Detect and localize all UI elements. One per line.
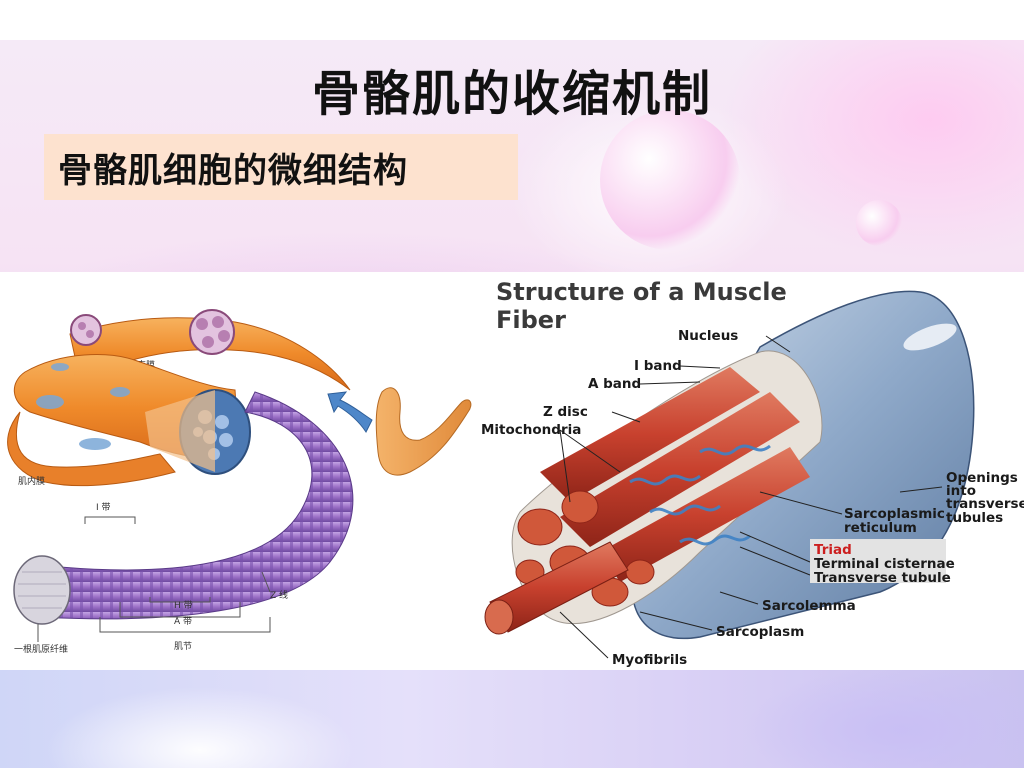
label-myofibril-cn: 一根肌原纤维	[14, 643, 68, 655]
diagram-panel: 肌束膜 肌内膜	[0, 272, 1024, 670]
sarcoplasmic-reticulum	[629, 444, 771, 546]
label-sarcoplasmic: Sarcoplasmic	[844, 506, 945, 522]
fascicle-spots	[36, 363, 130, 450]
label-endomysium: 肌内膜	[18, 475, 45, 487]
label-sarcomere-cn: 肌节	[174, 641, 192, 652]
leader-lines	[559, 335, 943, 659]
bottom-band	[0, 670, 1024, 768]
myofibril-extruded-end	[484, 599, 514, 635]
myofibril-end-texture	[18, 571, 66, 609]
label-nucleus: Nucleus	[678, 328, 738, 344]
band-brackets	[37, 516, 271, 642]
label-myofibrils: Myofibrils	[612, 652, 687, 668]
myofibril-tube	[39, 391, 354, 620]
label-i-band-cn: I 带	[96, 502, 111, 513]
subtitle-box: 骨骼肌细胞的微细结构	[44, 134, 518, 200]
slide-title: 骨骼肌的收缩机制	[311, 66, 712, 122]
left-diagram: 肌束膜 肌内膜	[7, 309, 472, 655]
label-a-band-cn: A 带	[174, 616, 192, 627]
label-transverse-tubule: Transverse tubule	[814, 570, 951, 586]
flexed-arm-icon	[375, 387, 472, 476]
right-title-line2: Fiber	[496, 306, 566, 334]
label-mitochondria: Mitochondria	[481, 422, 581, 438]
right-diagram: Structure of a Muscle Fiber	[481, 278, 1024, 668]
label-i-band: I band	[634, 358, 682, 374]
diagram-svg: 肌束膜 肌内膜	[7, 278, 1024, 668]
fascicle-lower-curve	[7, 411, 176, 487]
fiber-opening	[903, 323, 957, 351]
top-band	[0, 0, 1024, 40]
label-sarcolemma: Sarcolemma	[762, 598, 856, 614]
label-h-band-cn: H 带	[174, 600, 193, 611]
label-z-line-cn: Z 线	[270, 589, 288, 601]
decor-bubble-small	[856, 200, 902, 246]
label-openings-tubules: tubules	[946, 510, 1003, 526]
label-openings-transverse: transverse	[946, 496, 1024, 512]
myofibrils-group	[540, 367, 810, 582]
label-openings-into: into	[946, 483, 976, 499]
fascicle-end-cells	[78, 316, 230, 348]
label-a-band: A band	[588, 376, 641, 392]
label-sarcoplasm: Sarcoplasm	[716, 624, 804, 640]
slide-subtitle: 骨骼肌细胞的微细结构	[58, 150, 408, 191]
label-openings: Openings	[946, 470, 1018, 486]
myofibril-end	[13, 555, 71, 625]
right-title-line1: Structure of a Muscle	[496, 278, 787, 306]
label-terminal-cisternae: Terminal cisternae	[814, 556, 955, 572]
triad-box	[810, 539, 946, 583]
fascicle-end-small	[70, 314, 102, 346]
fascicle-wedge	[145, 390, 215, 472]
decor-bubble-large	[600, 110, 740, 250]
label-z-disc: Z disc	[543, 404, 588, 420]
curved-arrow-icon	[327, 391, 373, 433]
label-reticulum: reticulum	[844, 520, 917, 536]
label-triad: Triad	[814, 542, 852, 558]
